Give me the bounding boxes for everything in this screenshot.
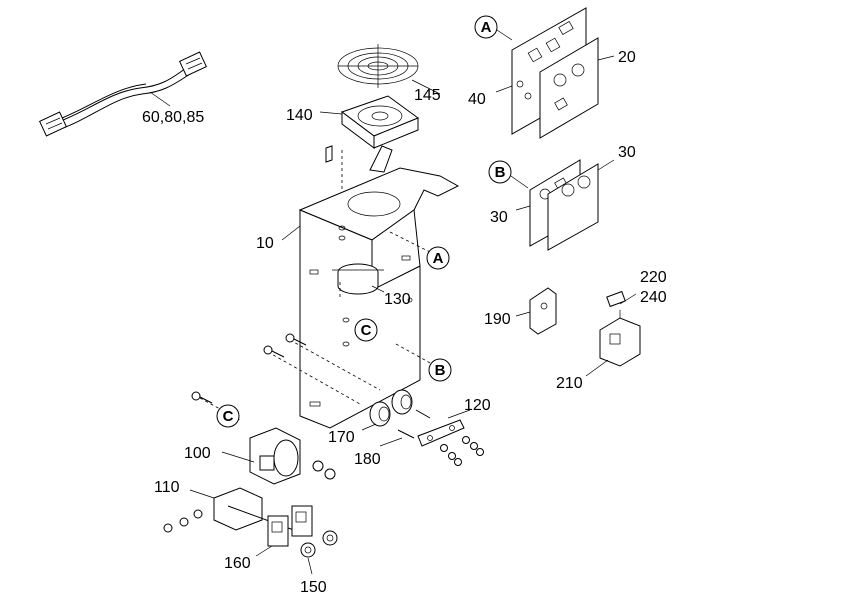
label-110: 110	[154, 479, 180, 496]
circuit-board-20	[539, 37, 615, 139]
relay-assembly	[585, 290, 641, 377]
label-100: 100	[184, 445, 211, 462]
callout-b-top: B	[488, 160, 529, 189]
callout-c-bottom-letter: C	[223, 408, 234, 425]
callout-b-frame-letter: B	[435, 362, 446, 379]
callout-b-top-letter: B	[495, 164, 506, 181]
label-170: 170	[328, 429, 355, 446]
callout-a-top: A	[474, 15, 513, 41]
label-harness: 60,80,85	[142, 109, 204, 126]
callout-c-frame: C	[354, 318, 378, 342]
capacitor	[332, 263, 385, 300]
terminal-blocks	[255, 505, 313, 557]
callout-a-frame-letter: A	[433, 250, 444, 267]
label-capacitor: 130	[384, 291, 411, 308]
callout-a-top-letter: A	[481, 19, 492, 36]
label-bracket-190: 190	[484, 311, 511, 328]
label-fan: 140	[286, 107, 313, 124]
bus-bar-and-hardware	[379, 409, 484, 466]
callout-a-frame: A	[426, 246, 450, 270]
circuit-board-30-b	[547, 159, 615, 251]
motor-assembly	[221, 427, 336, 485]
callout-c-frame-letter: C	[361, 322, 372, 339]
label-150: 150	[300, 579, 327, 596]
label-board-30a: 30	[618, 144, 636, 161]
hex-nut	[300, 530, 338, 575]
bracket-190	[515, 287, 557, 335]
callout-c-bottom: C	[216, 404, 240, 428]
label-board-30b: 30	[490, 209, 508, 226]
fan-guard	[337, 44, 441, 95]
label-180: 180	[354, 451, 381, 468]
label-240: 240	[640, 289, 667, 306]
label-160: 160	[224, 555, 251, 572]
label-210: 210	[556, 375, 583, 392]
inductor-pair	[361, 389, 431, 431]
label-board-20: 20	[618, 49, 636, 66]
label-220: 220	[640, 269, 667, 286]
label-board-40: 40	[468, 91, 486, 108]
frame-screws	[191, 333, 307, 404]
washers-nuts-left	[163, 509, 203, 533]
label-fan-guard: 145	[414, 87, 441, 104]
label-120: 120	[464, 397, 491, 414]
callout-b-frame: B	[428, 358, 452, 382]
wiring-harness	[38, 51, 208, 137]
cooling-fan	[319, 95, 420, 210]
label-frame: 10	[256, 235, 274, 252]
